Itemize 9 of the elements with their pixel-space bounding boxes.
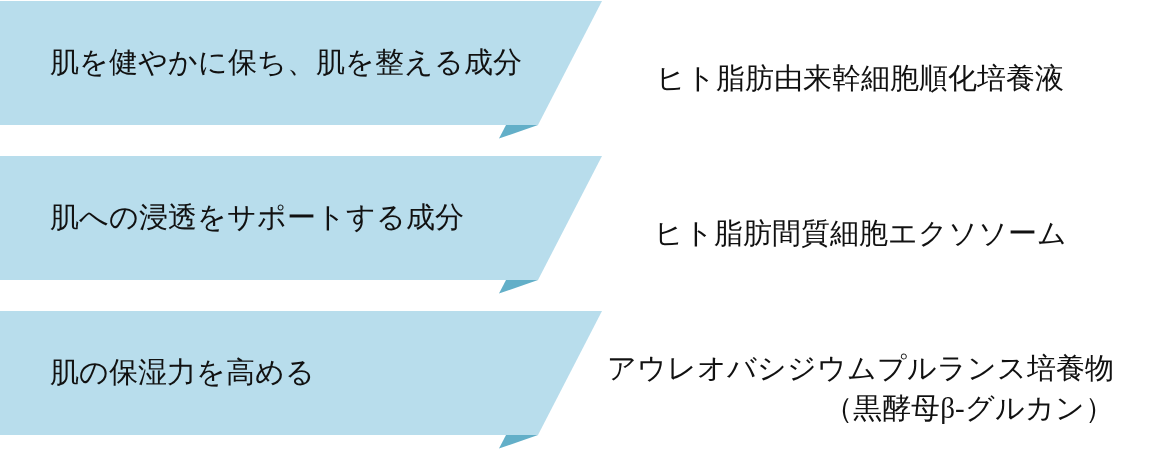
banner-text: 肌の保湿力を高める	[50, 355, 315, 391]
ingredient-text: ヒト脂肪由来幹細胞順化培養液	[656, 61, 1064, 96]
ribbon-banner	[0, 1, 602, 139]
ingredient-text: アウレオバシジウムプルランス培養物（黒酵母β-グルカン）	[606, 351, 1114, 426]
ribbon-banner	[0, 311, 602, 449]
banner-text: 肌を健やかに保ち、肌を整える成分	[50, 45, 522, 81]
ribbon-banner	[0, 156, 602, 294]
banner-text: 肌への浸透をサポートする成分	[50, 200, 464, 236]
ingredient-text: ヒト脂肪間質細胞エクソソーム	[653, 216, 1067, 251]
